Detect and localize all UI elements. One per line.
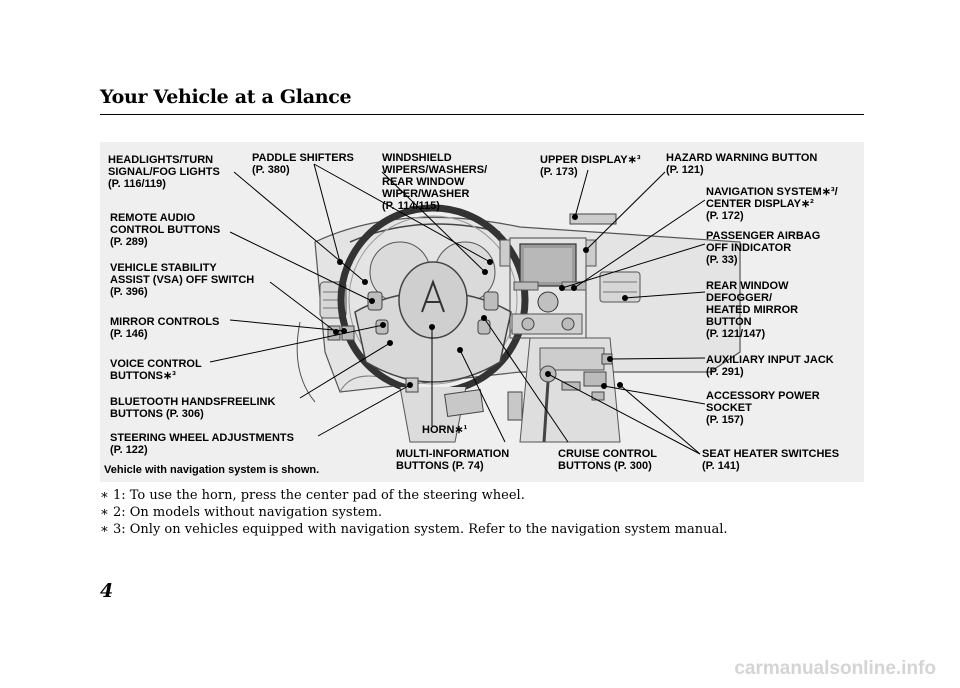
footnote-3: ∗ 3: Only on vehicles equipped with navi…: [100, 522, 728, 537]
bluetooth-label: BLUETOOTH HANDSFREELINK BUTTONS (P. 306): [110, 396, 275, 420]
dashboard-figure: HEADLIGHTS/TURN SIGNAL/FOG LIGHTS (P. 11…: [100, 142, 864, 482]
navigation-system-label: NAVIGATION SYSTEM∗³/ CENTER DISPLAY∗² (P…: [706, 186, 838, 222]
auxiliary-jack-label: AUXILIARY INPUT JACK (P. 291): [706, 354, 834, 378]
upper-display-label: UPPER DISPLAY∗³ (P. 173): [540, 154, 641, 178]
seat-heater-label: SEAT HEATER SWITCHES (P. 141): [702, 448, 839, 472]
multi-info-label: MULTI-INFORMATION BUTTONS (P. 74): [396, 448, 509, 472]
remote-audio-label: REMOTE AUDIO CONTROL BUTTONS (P. 289): [110, 212, 220, 248]
rear-defogger-label: REAR WINDOW DEFOGGER/ HEATED MIRROR BUTT…: [706, 280, 798, 340]
steering-adjust-label: STEERING WHEEL ADJUSTMENTS (P. 122): [110, 432, 294, 456]
horn-label: HORN∗¹: [422, 424, 467, 436]
title-rule: [100, 114, 864, 115]
voice-control-label: VOICE CONTROL BUTTONS∗³: [110, 358, 202, 382]
headlights-label: HEADLIGHTS/TURN SIGNAL/FOG LIGHTS (P. 11…: [108, 154, 220, 190]
cruise-control-label: CRUISE CONTROL BUTTONS (P. 300): [558, 448, 657, 472]
passenger-airbag-label: PASSENGER AIRBAG OFF INDICATOR (P. 33): [706, 230, 820, 266]
windshield-wipers-label: WINDSHIELD WIPERS/WASHERS/ REAR WINDOW W…: [382, 152, 487, 212]
paddle-shifters-label: PADDLE SHIFTERS (P. 380): [252, 152, 354, 176]
hazard-button-label: HAZARD WARNING BUTTON (P. 121): [666, 152, 817, 176]
accessory-socket-label: ACCESSORY POWER SOCKET (P. 157): [706, 390, 820, 426]
figure-caption: Vehicle with navigation system is shown.: [104, 464, 319, 476]
vsa-switch-label: VEHICLE STABILITY ASSIST (VSA) OFF SWITC…: [110, 262, 254, 298]
mirror-controls-label: MIRROR CONTROLS (P. 146): [110, 316, 219, 340]
page-number: 4: [100, 580, 113, 602]
watermark: carmanualsonline.info: [734, 658, 936, 680]
footnote-1: ∗ 1: To use the horn, press the center p…: [100, 488, 525, 503]
page-title: Your Vehicle at a Glance: [100, 86, 351, 108]
footnote-2: ∗ 2: On models without navigation system…: [100, 505, 382, 520]
